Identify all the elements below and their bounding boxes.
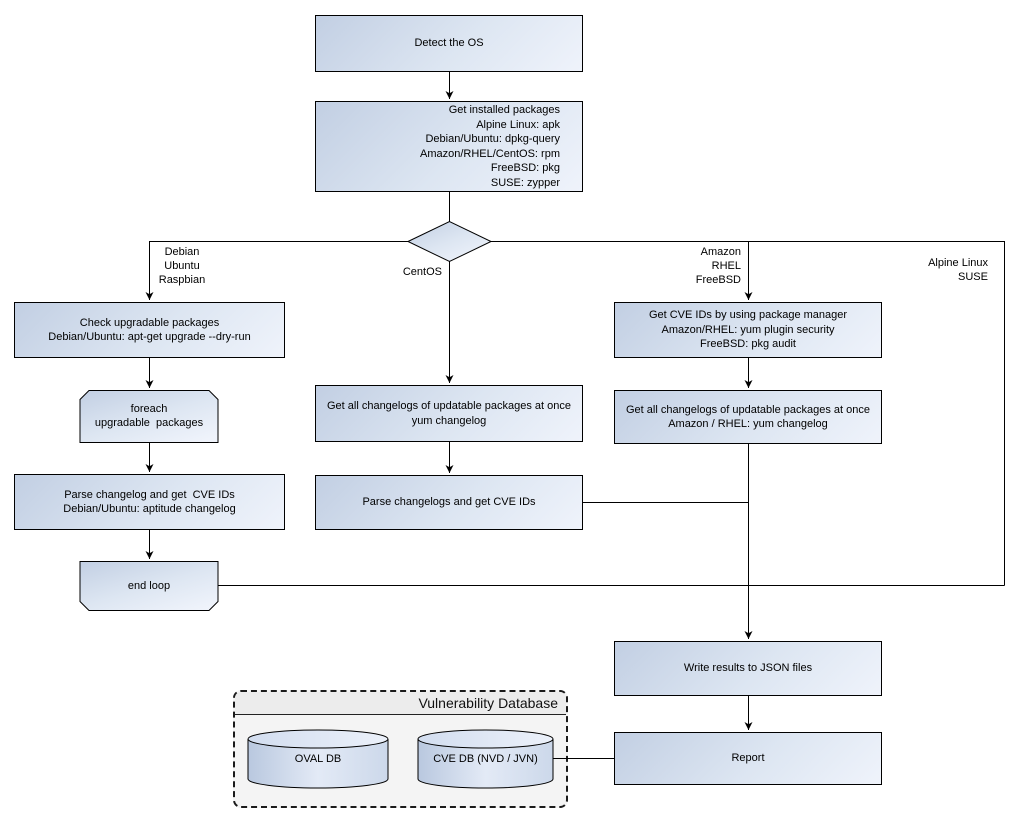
- branch-label-debian: Debian Ubuntu Raspbian: [158, 246, 206, 286]
- vulnerability-database-header: Vulnerability Database: [235, 692, 566, 715]
- node-parse-changelog-debian: Parse changelog and get CVE IDs Debian/U…: [14, 474, 285, 530]
- node-changelogs-centos: Get all changelogs of updatable packages…: [315, 385, 583, 442]
- node-report: Report: [614, 732, 882, 785]
- node-parse-changelogs: Parse changelogs and get CVE IDs: [315, 475, 583, 530]
- database-title: Vulnerability Database: [418, 695, 558, 711]
- loop-start-label: foreach upgradable packages: [94, 402, 204, 430]
- branch-label-alpine: Alpine Linux SUSE: [928, 257, 988, 283]
- vulnerability-database-panel: Vulnerability Database: [233, 690, 568, 808]
- branch-label-centos: CentOS: [402, 266, 442, 278]
- node-write-results-json: Write results to JSON files: [614, 641, 882, 696]
- node-get-installed-packages: Get installed packages Alpine Linux: apk…: [315, 101, 583, 192]
- loop-end-label: end loop: [127, 579, 171, 592]
- node-detect-os: Detect the OS: [315, 15, 583, 72]
- oval-db-label: OVAL DB: [294, 753, 342, 765]
- cve-db-label: CVE DB (NVD / JVN): [433, 753, 538, 765]
- branch-label-amazon: Amazon RHEL FreeBSD: [695, 246, 741, 286]
- node-get-cve-ids-package-manager: Get CVE IDs by using package manager Ama…: [614, 302, 882, 358]
- decision-os-diamond: [406, 220, 493, 263]
- node-changelogs-amazon-rhel: Get all changelogs of updatable packages…: [614, 390, 882, 444]
- node-check-upgradable-packages: Check upgradable packages Debian/Ubuntu:…: [14, 302, 285, 358]
